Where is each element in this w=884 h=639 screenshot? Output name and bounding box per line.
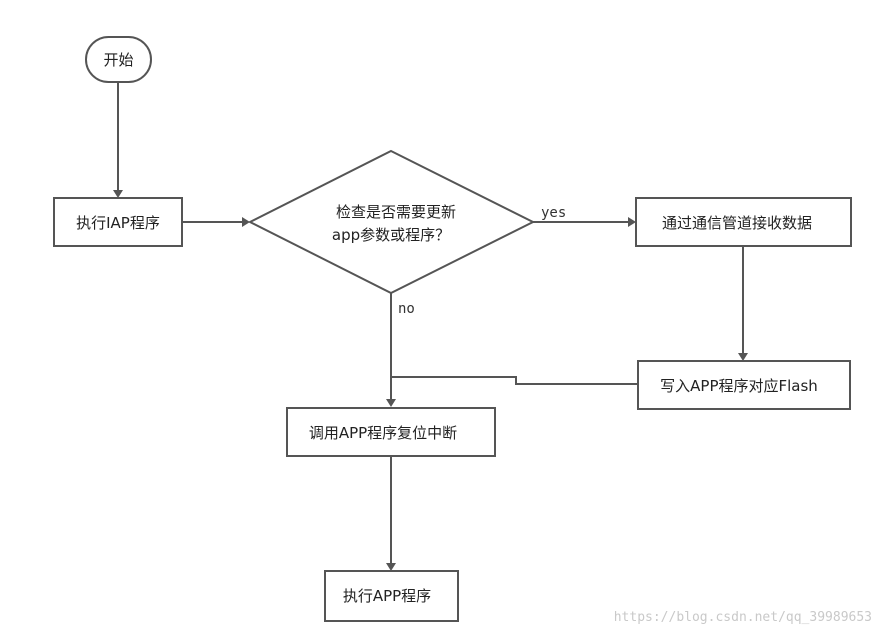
decision-node: 检查是否需要更新 app参数或程序？ — [247, 149, 536, 295]
start-label: 开始 — [103, 51, 133, 69]
call-reset-label: 调用APP程序复位中断 — [309, 424, 457, 442]
decision-label-line2: app参数或程序？ — [332, 226, 450, 244]
no-label: no — [398, 301, 415, 317]
run-iap-node: 执行IAP程序 — [53, 197, 183, 247]
edge-receive-to-write — [738, 246, 748, 361]
run-app-node: 执行APP程序 — [324, 570, 459, 622]
write-flash-node: 写入APP程序对应Flash — [637, 360, 851, 410]
start-node: 开始 — [85, 36, 152, 83]
edge-start-to-iap — [113, 82, 123, 198]
watermark-text: https://blog.csdn.net/qq_39989653 — [614, 610, 872, 625]
edge-write-to-reset — [391, 376, 638, 385]
run-iap-label: 执行IAP程序 — [76, 214, 160, 232]
edge-reset-to-run-app — [386, 456, 396, 571]
decision-label-line1: 检查是否需要更新 — [336, 203, 456, 221]
edge-iap-to-decision — [182, 217, 250, 227]
yes-label: yes — [541, 205, 566, 221]
edge-decision-yes — [533, 217, 636, 227]
run-app-label: 执行APP程序 — [343, 587, 431, 605]
call-reset-node: 调用APP程序复位中断 — [286, 407, 496, 457]
receive-data-label: 通过通信管道接收数据 — [662, 214, 812, 232]
receive-data-node: 通过通信管道接收数据 — [635, 197, 852, 247]
edge-decision-no — [386, 293, 396, 407]
write-flash-label: 写入APP程序对应Flash — [660, 377, 818, 395]
